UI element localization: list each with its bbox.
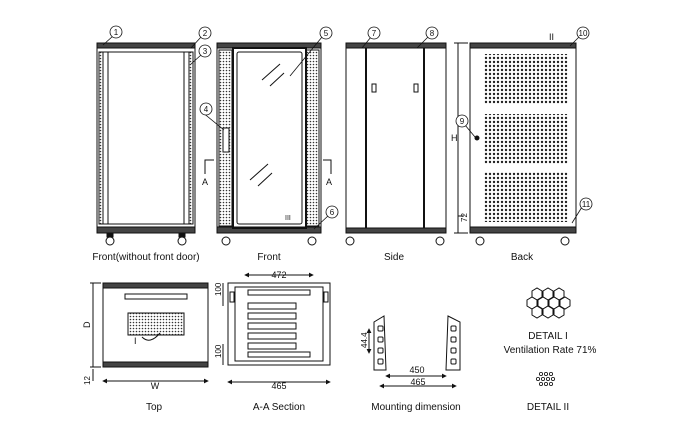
caption-side: Side [383, 252, 404, 263]
callout-7: 7 [372, 29, 377, 38]
mount-44-4-dim: 44.4 [360, 332, 369, 348]
detail-i-hexagons [526, 287, 571, 319]
callout-leaders [102, 35, 583, 230]
callout-10: 10 [579, 29, 588, 38]
bottom-72-dim: 72 [460, 213, 469, 222]
detail-i-subtitle: Ventilation Rate 71% [503, 345, 597, 356]
caption-back: Back [510, 252, 534, 263]
section-marker-right: A [326, 177, 332, 187]
width-dim: W [151, 381, 160, 391]
mount-450-dim: 450 [409, 365, 424, 375]
height-dim: H [451, 133, 458, 143]
callout-numbers: 1 2 3 4 5 6 7 8 9 10 11 [114, 28, 591, 217]
door-glass-mark: III [285, 215, 291, 222]
detail-i-title: DETAIL I [528, 331, 568, 342]
callout-1: 1 [114, 28, 119, 37]
detail-ii-marker: II [549, 32, 554, 42]
caption-front: Front [257, 252, 281, 263]
back-view [454, 42, 577, 246]
mount-465-dim: 465 [410, 377, 425, 387]
front-view [216, 42, 322, 246]
callout-6: 6 [330, 208, 335, 217]
side-view [345, 42, 447, 246]
callout-5: 5 [324, 29, 329, 38]
section-100-top-dim: 100 [214, 282, 223, 296]
section-cut-markers [204, 159, 332, 174]
section-view [222, 272, 331, 385]
dimension-texts: A A III II I H 72 D 12 W 472 465 100 100… [82, 32, 554, 391]
detail-i-marker: I [134, 336, 137, 346]
section-465-dim: 465 [271, 381, 286, 391]
caption-mounting: Mounting dimension [371, 402, 461, 413]
section-472-dim: 472 [271, 270, 286, 280]
top-view [90, 282, 209, 384]
callout-4: 4 [204, 105, 209, 114]
section-marker-left: A [202, 177, 208, 187]
callout-11: 11 [582, 200, 591, 209]
depth-dim: D [82, 321, 92, 328]
mounting-view [366, 315, 461, 389]
caption-section: A-A Section [252, 402, 306, 413]
callout-3: 3 [203, 47, 208, 56]
callout-9: 9 [460, 117, 465, 126]
callout-2: 2 [203, 29, 208, 38]
caption-top: Top [145, 402, 163, 413]
section-100-bottom-dim: 100 [214, 344, 223, 358]
detail-ii-dots [536, 371, 556, 386]
caption-front-without-door: Front(without front door) [92, 252, 200, 263]
callout-8: 8 [430, 29, 435, 38]
front-without-door-view [96, 42, 196, 246]
callout-circles [109, 25, 593, 219]
detail-ii-title: DETAIL II [526, 402, 570, 413]
bottom-12-dim: 12 [83, 376, 92, 385]
